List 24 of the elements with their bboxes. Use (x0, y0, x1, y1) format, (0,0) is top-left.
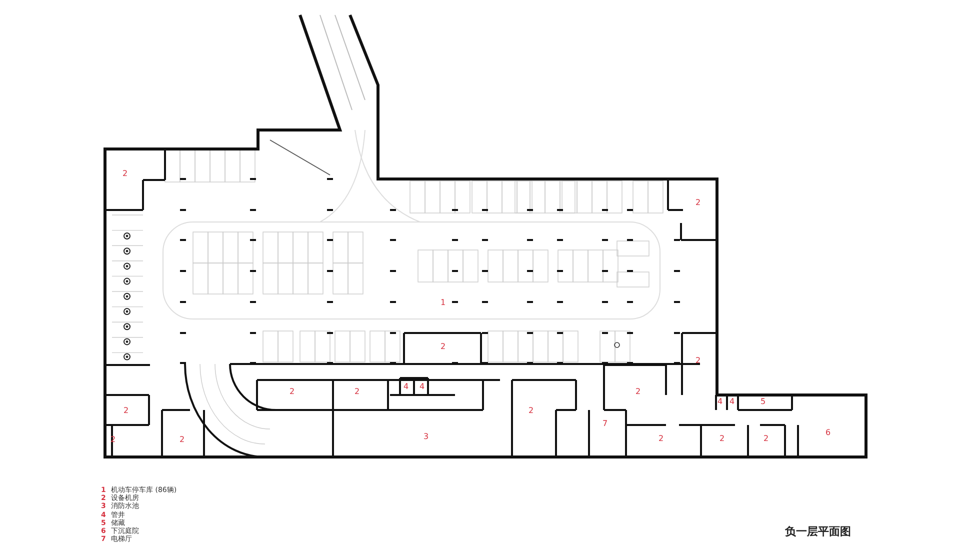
room-number: 2 (354, 388, 360, 396)
room-number: 2 (635, 388, 641, 396)
room-number: 6 (825, 429, 831, 437)
room-number: 4 (403, 383, 409, 391)
plan-title: 负一层平面图 (785, 526, 851, 537)
room-number: 4 (729, 398, 735, 406)
room-number: 2 (289, 388, 295, 396)
room-number: 2 (719, 435, 725, 443)
room-number: 4 (717, 398, 723, 406)
room-number: 2 (122, 170, 128, 178)
room-number: 4 (419, 383, 425, 391)
room-number: 7 (602, 420, 608, 428)
room-number: 2 (528, 407, 534, 415)
room-number: 1 (440, 299, 446, 307)
room-number: 2 (763, 435, 769, 443)
room-number: 2 (110, 436, 116, 444)
room-number: 2 (695, 199, 701, 207)
room-number: 2 (695, 357, 701, 365)
room-number: 3 (423, 433, 429, 441)
room-number: 5 (760, 398, 766, 406)
room-number: 2 (123, 407, 129, 415)
room-number: 2 (179, 436, 185, 444)
room-number: 2 (658, 435, 664, 443)
room-number: 2 (440, 343, 446, 351)
